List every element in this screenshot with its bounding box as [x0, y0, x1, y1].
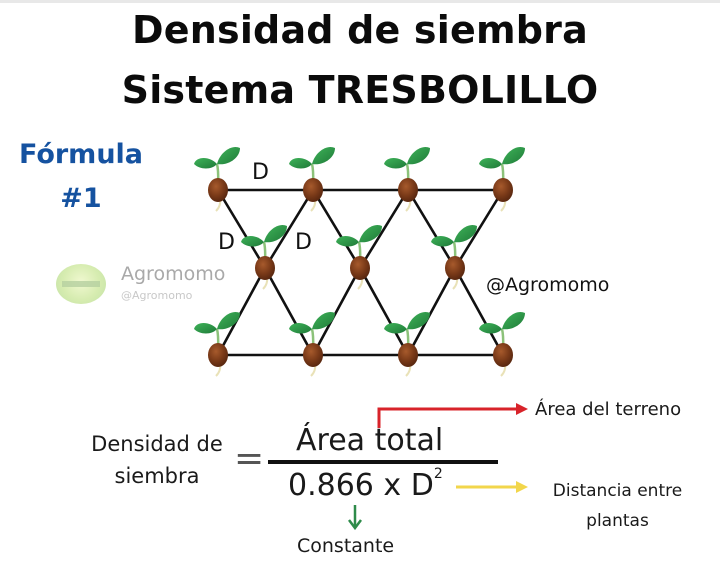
denominator-exponent: 2: [433, 466, 443, 482]
arrow-distance-icon: [456, 481, 528, 493]
arrow-constant-icon: [348, 505, 362, 531]
note-distancia-line-2: plantas: [586, 511, 649, 531]
numerator: Área total: [296, 423, 444, 458]
distance-label-top: D: [252, 160, 269, 185]
formula-label: Fórmula #1: [10, 133, 152, 221]
plants-row-top: [192, 145, 527, 213]
note-constante: Constante: [297, 535, 395, 557]
title-line-2: Sistema TRESBOLILLO: [121, 68, 599, 112]
formula-number: #1: [60, 183, 102, 214]
distance-label-right: D: [295, 230, 312, 255]
watermark-name: Agromomo: [121, 263, 226, 285]
equation-left-side: Densidad de siembra: [72, 428, 242, 492]
note-distancia-entre-plantas: Distancia entre plantas: [530, 476, 705, 536]
arrow-area-icon: [377, 403, 528, 428]
note-area-del-terreno: Área del terreno: [535, 399, 682, 420]
denominator-base: 0.866 x D: [288, 468, 434, 503]
plants-row-middle: [239, 223, 479, 291]
distance-label-left: D: [218, 230, 235, 255]
denominator: 0.866 x D2: [288, 466, 443, 503]
fraction-bar: [268, 460, 498, 464]
note-distancia-line-1: Distancia entre: [552, 481, 683, 501]
credit-handle: @Agromomo: [486, 274, 610, 296]
top-border: [0, 0, 720, 3]
formula-label-text: Fórmula: [18, 139, 144, 170]
watermark-logo-icon: [56, 264, 106, 304]
watermark-handle: @Agromomo: [121, 289, 193, 302]
title-line-1: Densidad de siembra: [132, 8, 588, 52]
equation-left-line-2: siembra: [114, 464, 200, 488]
equation-left-line-1: Densidad de: [91, 432, 223, 456]
equals-sign: =: [234, 438, 265, 479]
plants-row-bottom: [192, 310, 527, 378]
